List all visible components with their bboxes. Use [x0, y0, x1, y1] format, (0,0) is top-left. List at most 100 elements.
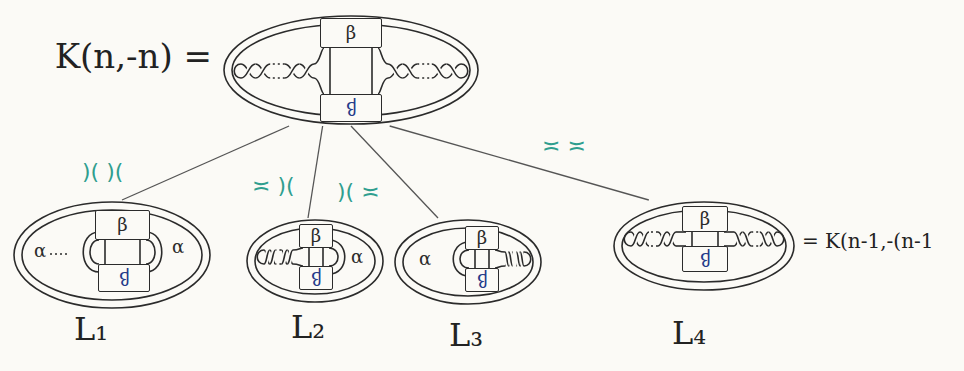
strand-label: α	[419, 250, 431, 268]
tangle-box: β	[95, 210, 150, 240]
crossing-gap	[285, 64, 300, 78]
strand-path	[520, 252, 524, 266]
strand	[460, 250, 469, 268]
strand	[270, 250, 276, 264]
tangle-label: β	[477, 229, 487, 247]
strand-path	[446, 64, 461, 78]
knot-diagram: L₁ββαα	[12, 200, 212, 310]
strand-path	[743, 232, 752, 246]
strand	[631, 232, 640, 246]
strand	[658, 232, 667, 246]
tangle-box: β	[465, 226, 499, 250]
strand-path	[495, 250, 505, 252]
tangle-label: β	[477, 271, 487, 289]
crossing-gap	[241, 64, 256, 78]
strand-path	[281, 250, 287, 264]
strand	[524, 252, 531, 266]
strand	[734, 232, 743, 246]
strand	[140, 240, 141, 264]
tangle-box: β	[299, 266, 333, 290]
crossing-gap	[658, 232, 667, 246]
strand	[743, 232, 752, 246]
strand	[330, 48, 331, 94]
strand-path	[146, 240, 155, 264]
strand	[403, 64, 418, 78]
tangle-box: β	[299, 224, 333, 248]
strand-path	[649, 245, 658, 247]
strand-path	[264, 250, 270, 264]
crossing-gap	[509, 252, 513, 266]
strand-path	[293, 248, 303, 250]
strand	[734, 232, 743, 246]
strand	[760, 232, 769, 246]
outer-strand	[22, 210, 202, 300]
strand	[403, 64, 418, 78]
strand	[461, 64, 468, 78]
strand	[520, 252, 524, 266]
strand	[90, 240, 99, 264]
tangle-label: β	[119, 269, 129, 287]
crossing-gap	[667, 232, 676, 246]
strand	[751, 232, 760, 233]
strand	[241, 64, 256, 78]
strand-path	[667, 232, 676, 246]
crossing-gap	[520, 252, 524, 266]
strand	[276, 264, 282, 265]
tangle-box: β	[98, 264, 150, 292]
strand-path	[649, 231, 658, 233]
strand-path	[371, 48, 373, 94]
strand	[257, 250, 264, 264]
strand-path	[299, 64, 314, 78]
crossing-gap	[640, 232, 649, 246]
strand-path	[520, 252, 524, 266]
strand-label: α	[351, 248, 363, 266]
strand	[270, 78, 285, 79]
strand-path	[509, 252, 513, 266]
strand-path	[388, 64, 403, 78]
tangle-box: β	[320, 18, 382, 48]
strand-path	[474, 250, 476, 268]
strand	[475, 250, 476, 268]
outer-strand	[255, 228, 375, 294]
strand-path	[488, 250, 490, 268]
strand	[293, 248, 303, 250]
strand-path	[751, 245, 760, 247]
crossing-gap	[631, 232, 640, 246]
strand	[329, 248, 338, 266]
strand-path	[299, 64, 314, 78]
strand-path	[658, 232, 667, 246]
strand-path	[281, 250, 287, 264]
strand-path	[257, 250, 264, 264]
strand	[667, 232, 676, 246]
strand	[649, 246, 658, 247]
strand	[146, 240, 155, 264]
strand-path	[403, 64, 418, 78]
strand	[281, 250, 287, 264]
strand	[692, 232, 693, 246]
strand	[495, 250, 505, 252]
strand-path	[417, 77, 432, 79]
strand	[760, 232, 769, 246]
strand	[270, 64, 285, 65]
crossing-gap	[403, 64, 418, 78]
strand	[446, 64, 461, 78]
tangle-label: β	[346, 24, 356, 42]
smoothing-label: ≍ ≍	[540, 134, 588, 158]
outer-strand	[614, 202, 794, 290]
strand-path	[640, 232, 649, 246]
crossing-gap	[270, 250, 276, 264]
diagram-name: L₄	[672, 316, 706, 351]
strand-path	[378, 78, 388, 94]
diagram-name: L₁	[74, 312, 108, 347]
strand-path	[667, 232, 676, 246]
strand-path	[658, 232, 667, 246]
strand	[299, 64, 314, 78]
strand	[241, 64, 256, 78]
strand	[299, 64, 314, 78]
strand-label: α	[34, 242, 46, 260]
strand	[520, 252, 524, 266]
outer-strand	[622, 210, 786, 282]
crossing-gap	[734, 232, 743, 246]
knot-diagram: L₄= K(n-1,-(n-1ββ	[612, 200, 796, 292]
strand-path	[285, 64, 300, 78]
